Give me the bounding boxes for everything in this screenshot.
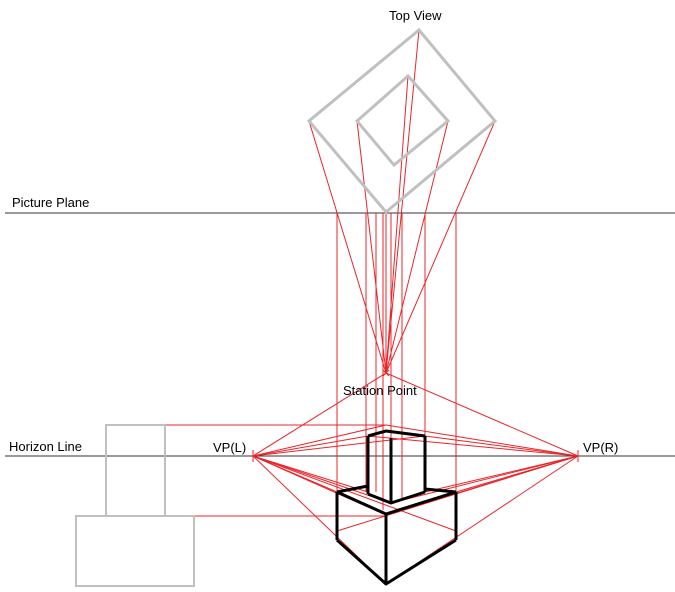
lower-block-top <box>336 490 457 516</box>
top-view-label: Top View <box>389 8 442 23</box>
side-elevation <box>75 424 195 587</box>
projector-line <box>424 435 579 457</box>
picture-plane-label: Picture Plane <box>12 195 89 210</box>
projector-line <box>308 120 387 374</box>
upper-block-edges <box>367 429 426 438</box>
upper-block-base <box>367 490 426 505</box>
projector-line <box>252 435 426 457</box>
projector-lines <box>165 29 579 585</box>
projector-line <box>385 372 579 457</box>
elevation-lower-block <box>75 515 195 587</box>
projector-line <box>385 120 449 374</box>
perspective-object <box>335 429 458 586</box>
projector-line <box>367 435 579 457</box>
plan-inner-square <box>354 73 451 168</box>
horizon-line-label: Horizon Line <box>9 439 82 454</box>
elevation-upper-block <box>105 424 166 517</box>
plan-outer-square <box>306 27 498 215</box>
top-view-plan <box>306 27 498 215</box>
projector-line <box>385 75 409 374</box>
projector-line <box>252 424 387 457</box>
station-point-label: Station Point <box>343 383 417 398</box>
lower-block-top <box>424 487 457 494</box>
projector-line <box>252 372 387 457</box>
vp-left-label: VP(L) <box>213 440 246 455</box>
vp-right-label: VP(R) <box>583 440 618 455</box>
projector-line <box>385 120 496 374</box>
projector-line <box>252 455 457 532</box>
lower-block-top <box>336 484 369 494</box>
projector-line <box>356 120 387 374</box>
projector-line <box>385 424 579 457</box>
lower-block-bottom <box>335 538 457 586</box>
projector-line <box>390 455 579 504</box>
projector-line <box>252 435 369 457</box>
station-point-marker <box>382 369 390 377</box>
